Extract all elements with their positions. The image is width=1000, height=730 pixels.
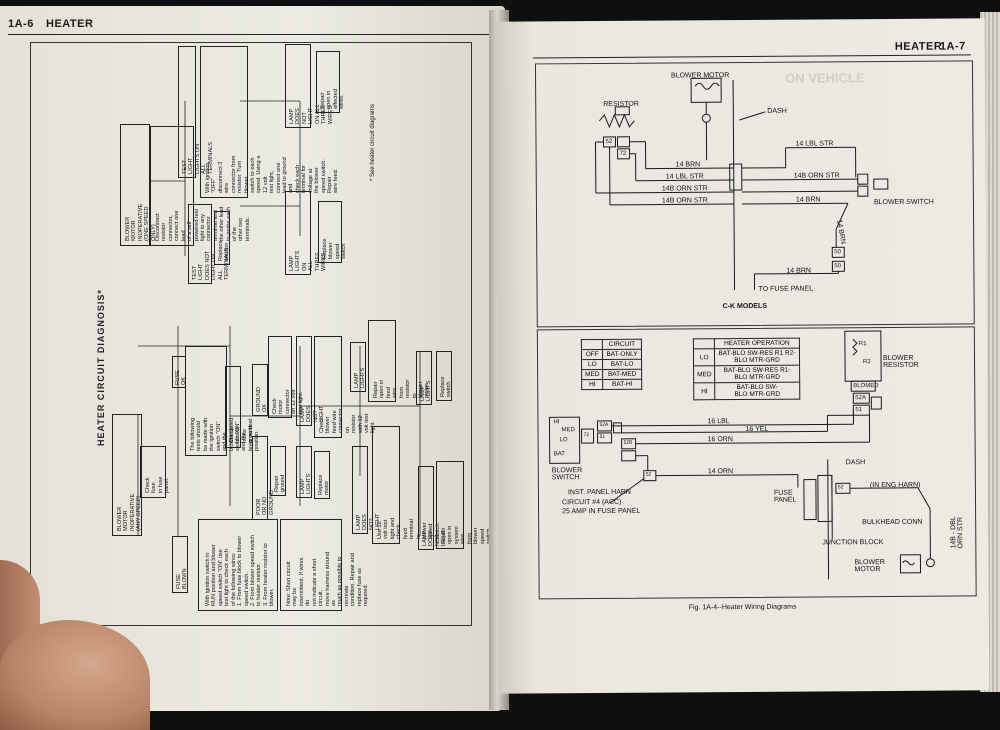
label-25-amp: 25 AMP IN FUSE PANEL <box>562 508 640 516</box>
label-bat: BAT <box>554 451 565 457</box>
footnote: * See heater circuit diagrams <box>370 104 377 181</box>
label-blower-resistor: BLOWER RESISTOR <box>883 355 919 369</box>
label-inst-panel-harn: INST. PANEL HARN <box>568 489 631 496</box>
figure-caption: Fig. 1A-4--Heater Wiring Diagrams <box>689 604 797 612</box>
flow-box-check-fuse: Check fuse in fuse panel. <box>140 446 166 498</box>
label-r2: R2 <box>863 359 871 365</box>
label-blower-switch: BLOWER SWITCH <box>552 467 582 481</box>
wire-14-orn: 14 ORN <box>708 468 733 475</box>
left-page: 1A-6 HEATER HEATER CIRCUIT DIAGNOSIS* BL… <box>0 6 505 711</box>
flow-box-test-all-terminals: TEST LIGHT LIGHTS ON ALL TERMINALS <box>178 46 196 178</box>
flow-box-one-speed: BLOWER MOTOR INOPERATIVE (ONE SPEED ONLY… <box>120 124 150 246</box>
conn-52a-switch: 52A <box>599 423 608 428</box>
label-dash-bottom: DASH <box>846 459 866 466</box>
wire-14b-dbl-orn-str: 14B - DBL ORN STR <box>950 516 964 548</box>
flow-box-repair-system-wire: Repair open in system wire from blower s… <box>436 461 464 549</box>
label-hi: HI <box>553 419 559 425</box>
conn-52b: 52B <box>624 441 633 446</box>
flow-box-check-connector: Check motor connector on 12 volt test li… <box>268 336 292 418</box>
flow-box-fuse-ok: FUSE OK <box>172 356 186 388</box>
flow-box-lamp-all-three: LAMP LIGHTS ON ALL THREE WIRES <box>285 191 311 275</box>
wire-16-lbl: 16 LBL <box>707 418 729 425</box>
flow-box-replace-resistor: Replace resistor <box>214 211 230 265</box>
wire-16-yel: 16 YEL <box>745 426 768 433</box>
flow-box-repair-feed: Repair open in feed wire from resistor t… <box>368 320 396 402</box>
flow-box-check-ground: Check blower motor ground <box>225 366 241 448</box>
flow-box-lamp-not-light-3: LAMP DOES NOT LIGHT <box>418 466 434 550</box>
wire-16-orn: 16 ORN <box>708 436 733 443</box>
flow-box-start: BLOWER MOTOR INOPERATIVE (ANY SPEED) <box>112 414 142 536</box>
conn-51-switch: 51 <box>600 435 606 440</box>
flow-box-test-not-all: TEST LIGHT DOES NOT LIGHT ON ALL TERMINA… <box>188 204 212 284</box>
label-lo: LO <box>560 437 568 443</box>
conn-51: 51 <box>855 407 862 413</box>
flow-box-lamp-lights-3: LAMP LIGHTS <box>416 351 432 405</box>
label-med: MED <box>865 383 878 389</box>
label-med-switch: MED <box>561 427 574 433</box>
label-blower-motor: BLOWER MOTOR <box>854 559 884 573</box>
label-blo: BLO <box>853 383 865 389</box>
label-r1: R1 <box>859 341 867 347</box>
flow-box-note: Note: Short circuit may be intermittent.… <box>280 519 342 611</box>
conn-52a: 52A <box>855 395 866 401</box>
flow-box-test-wires: With ignition switch in RUN position and… <box>198 519 278 611</box>
flow-box-lamp-not-light-1: LAMP DOES NOT LIGHT <box>296 336 312 426</box>
flow-box-poor-ground: POOR OR NO GROUND <box>252 436 268 520</box>
conn-72: 72 <box>584 433 590 438</box>
flow-box-replace-motor: Replace motor <box>314 451 330 499</box>
label-in-eng-harn: (IN ENG HARN) <box>870 482 921 489</box>
label-fuse-panel: FUSE PANEL <box>774 490 797 504</box>
flow-box-lamp-not-all-three: LAMP DOES NOT LIGHT ON ALL THREE WIRES <box>285 44 311 128</box>
flow-box-lamp-lights-1: LAMP LIGHTS <box>296 446 312 498</box>
conn-52: 52 <box>646 473 652 478</box>
label-bulkhead-conn: BULKHEAD CONN <box>862 519 922 526</box>
flow-box-repair-ground: Repair ground <box>270 446 286 496</box>
flow-box-repair-affected: Repair open in affected wires. <box>316 51 340 113</box>
conn-52-junction: 52 <box>838 485 844 490</box>
flow-box-check-switch-feed: Use 12 volt test light and check feed te… <box>372 426 400 544</box>
right-page: HEATER 1A-7 ON VEHICLE <box>495 18 990 693</box>
label-circuit-4: CIRCUIT #4 (ACC) <box>562 499 621 506</box>
flow-box-replace-blower-switch: Replace blower speed switch <box>318 201 342 263</box>
flow-box-disconnect-3-wire: With ignition "OFF" disconnect 3 wire co… <box>200 46 248 198</box>
flow-box-fuse-blown: FUSE BLOWN <box>172 536 188 593</box>
flow-box-ground-ok: GROUND OK <box>252 364 268 416</box>
flow-box-lamp-not-light-2: LAMP DOES NOT LIGHT <box>352 446 368 534</box>
flow-box-replace-switch: Replace switch <box>436 351 452 401</box>
flow-box-lamp-lights-2: LAMP LIGHTS <box>350 342 366 392</box>
flow-box-following-tests: The following tests should be made with … <box>185 346 227 456</box>
flow-box-check-feed: Check blower feed wire connector on resi… <box>314 336 342 438</box>
label-junction-block: JUNCTION BLOCK <box>822 539 883 546</box>
